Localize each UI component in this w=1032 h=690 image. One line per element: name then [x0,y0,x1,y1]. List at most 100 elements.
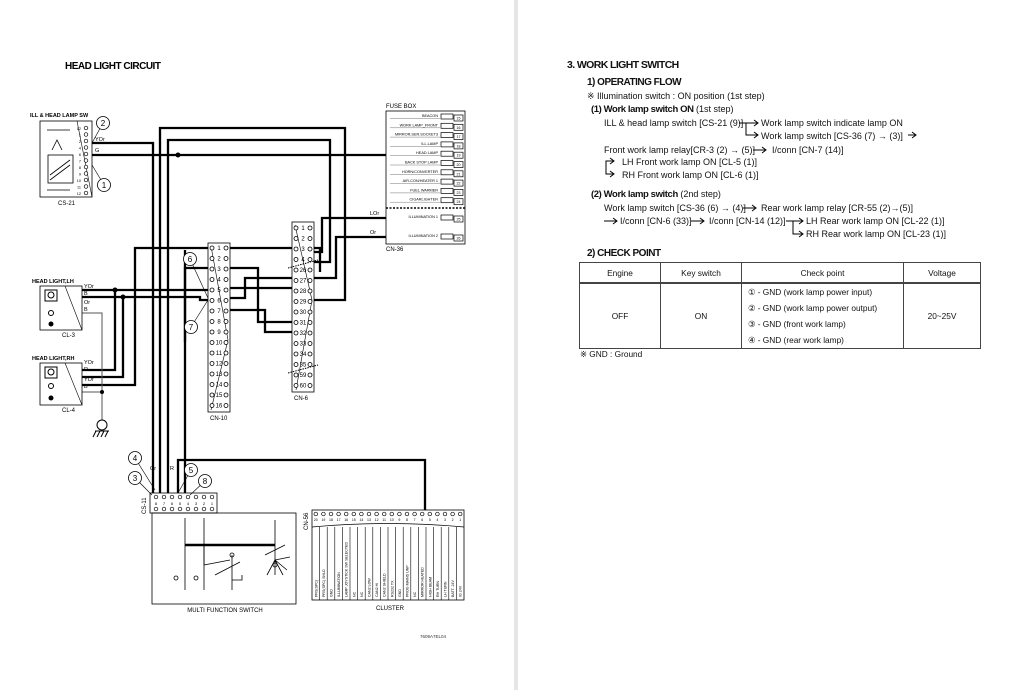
pin-number: 5 [429,518,431,522]
wire-color-label: Or [150,466,156,472]
pin-number: 10 [390,518,394,522]
pin-number: 18 [329,518,333,522]
pin-number: 2 [301,237,305,243]
wire-color-label: YOr [84,284,94,290]
pin-number: 10 [77,179,81,183]
pin-terminal [209,298,215,303]
step1-line2a: Front work lamp relay[CR-3 (2) → (5)] [604,145,756,155]
step2-title: (2) Work lamp switch (2nd step) [591,189,721,200]
pin-terminal [83,125,89,131]
pin-number: 7 [414,518,416,522]
pin-number: 4 [301,258,305,264]
check-points: ① - GND (work lamp power input) ② - GND … [741,282,904,349]
callout-number: 2 [101,119,106,128]
arrow-right-icon [753,146,767,154]
pin-number: 3 [195,501,198,506]
header-line [311,523,465,528]
drawing-code: 7609A7EL04 [420,634,447,639]
pin-number: 12 [77,192,81,196]
step2-branch-a: LH Rear work lamp ON [CL-22 (1)] [806,216,945,226]
signal-label: IG 24V [459,585,463,597]
fuse-icon [440,214,454,221]
header-check-point: Check point [741,262,904,284]
switch-label: MULTI FUNCTION SWITCH [187,608,263,614]
key-switch-value: ON [660,282,742,349]
pin-terminal [293,372,299,378]
operating-flow-title: 1) OPERATING FLOW [587,77,682,88]
fuse-icon [440,178,454,185]
header-engine: Engine [579,262,661,284]
check-point-item: ③ - GND (front work lamp) [748,319,846,329]
pin-number: 8 [217,320,221,326]
head-light-circuit-diagram: HEAD LIGHT CIRCUIT YOrGLOrOrYOrBOrBYOrRY… [30,61,466,639]
step2-line2b: I/conn [CN-14 (12)] [709,216,786,226]
fuse-label: CIGARLIGHTER [410,198,439,202]
wire-color-label: YOr [95,137,105,143]
branch-arrow-icon [786,217,804,238]
wire-color-label: B [84,307,88,313]
fuse-number-box [453,189,464,196]
pin-number: 3 [217,267,221,273]
pin-terminal [169,506,175,512]
wire-color-label: B [84,291,88,297]
signal-label: MIRROR HEATED [421,567,425,597]
fuse-icon [440,233,454,240]
pin-terminal [209,382,215,387]
pin-number: 16 [216,404,223,410]
connector-label: CS-21 [58,201,76,207]
pin-terminal [307,330,313,336]
pin-number: 2 [203,501,206,506]
pin-terminal [177,506,183,512]
pin-terminal [293,351,299,357]
signal-label: RS232 TX [390,580,394,597]
pin-terminal [223,287,229,293]
fuse-number-box [453,179,464,187]
pin-terminal [307,372,313,378]
illumination-label: ILLUMINATION 2 [409,234,438,238]
signal-label: LH TURN [444,581,448,597]
fuse-number-box [453,234,464,242]
pin-terminal [223,329,229,335]
fuse-label: MIRROR,SER.SOCKET3 [395,133,438,137]
pin-number: 12 [77,127,81,131]
callout-number: 8 [203,477,208,486]
callout-circle [128,471,142,485]
signal-label: BATT. 24V [451,579,455,597]
callout-number: 6 [188,255,193,264]
pin-terminal [336,511,341,517]
pin-terminal [201,506,207,512]
signal-label: LAMP JOYSTICK SW SELECTED [345,542,349,597]
pin-terminal [458,511,463,517]
pin-number: 33 [300,342,307,348]
fuse-number: 16 [457,126,461,130]
pin-number: 4 [217,278,221,284]
pin-terminal [161,494,167,500]
pin-terminal [382,511,387,517]
pin-number: 9 [79,173,81,177]
pin-terminal [223,350,229,356]
pin-number: 16 [344,518,348,522]
pin-terminal [321,511,326,517]
fuse-icon [440,122,454,129]
fuse-label: FUEL WARMER [410,188,438,192]
pin-number: 1 [211,501,214,506]
pin-number: 10 [216,341,223,347]
pin-terminal [293,330,299,336]
pin-number: 8 [406,518,408,522]
pin-terminal [223,245,229,251]
switch-label: ILL & HEAD LAMP SW [30,113,89,119]
fuse-number: 18 [457,144,461,148]
head-light-rh: HEAD LIGHT,RH CL-4 [32,356,83,414]
pin-number: 11 [382,518,386,522]
pin-terminal [307,257,313,262]
fuse-label: ILL.LAMP [421,142,438,146]
fuse-number: 17 [457,135,461,139]
pin-terminal [193,494,199,500]
signal-label: PRS(SPC) [314,580,318,597]
pin-terminal [450,511,455,517]
pin-number: 1 [301,226,305,232]
pin-number: 7 [217,309,221,315]
cluster-label: CLUSTER [376,606,405,612]
pin-number: 8 [155,501,158,506]
